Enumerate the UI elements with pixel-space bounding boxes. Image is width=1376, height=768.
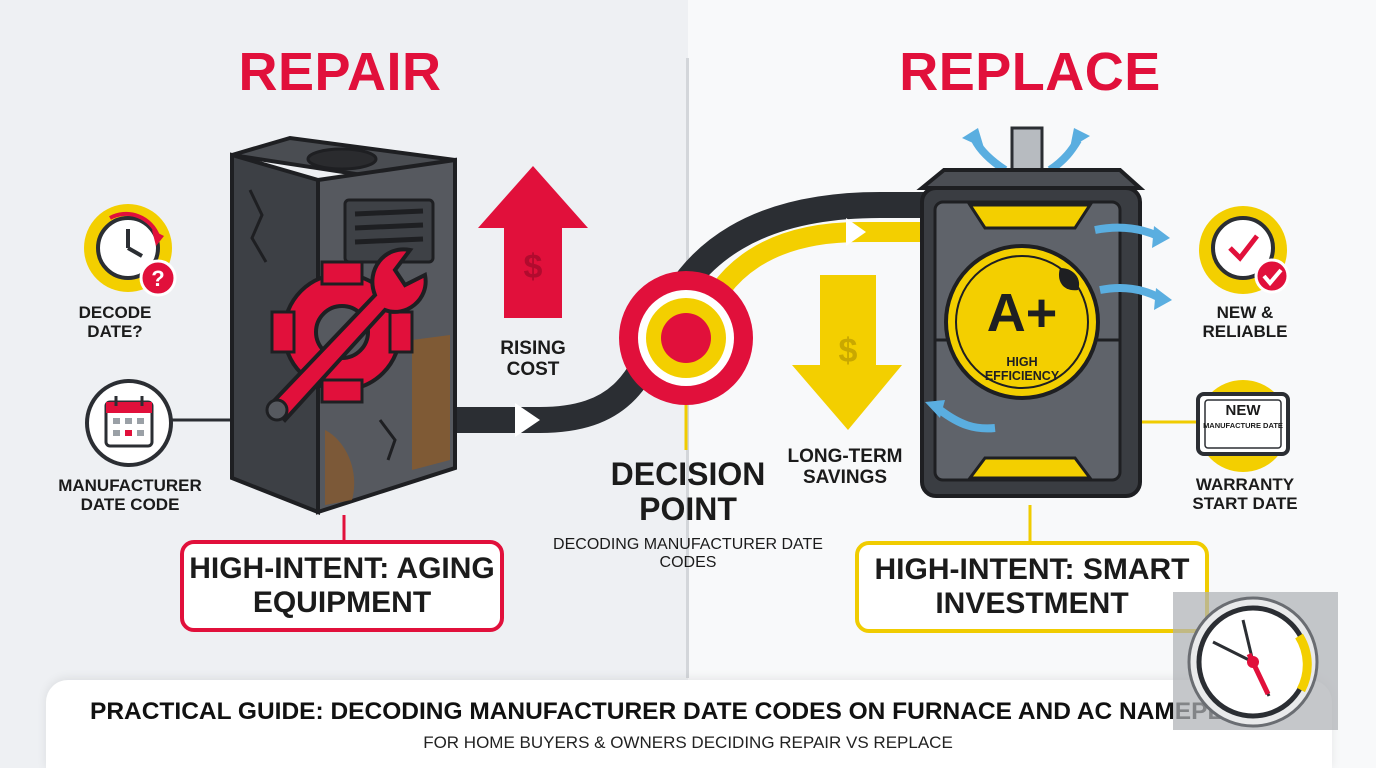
footer-panel [46, 680, 1332, 768]
long-term-savings-label: LONG-TERM SAVINGS [787, 446, 903, 489]
svg-text:$: $ [839, 332, 858, 370]
decision-subtitle: DECODING MANUFACTURER DATE CODES [553, 536, 823, 572]
repair-title: REPAIR [238, 42, 442, 102]
manufacturer-date-code-label: MANUFACTURER DATE CODE [58, 476, 202, 515]
replace-title: REPLACE [899, 42, 1161, 102]
aging-equipment-box: HIGH-INTENT: AGING EQUIPMENT [180, 540, 504, 632]
clock-check-icon [1199, 206, 1290, 294]
calendar-icon [85, 379, 173, 467]
clock-question-icon: ? [84, 204, 177, 297]
gauge-icon [1187, 596, 1319, 728]
nameplate-new-text: NEW [1225, 402, 1261, 419]
new-furnace-icon [916, 126, 1172, 498]
footer-subtitle: FOR HOME BUYERS & OWNERS DECIDING REPAIR… [423, 733, 953, 752]
smart-investment-box: HIGH-INTENT: SMART INVESTMENT [855, 541, 1209, 633]
decode-date-label: DECODE DATE? [78, 303, 152, 342]
warranty-start-date-label: WARRANTY START DATE [1192, 475, 1298, 514]
svg-text:$: $ [524, 248, 543, 286]
efficiency-badge-text: HIGH EFFICIENCY [984, 355, 1060, 384]
target-icon [619, 271, 753, 405]
svg-text:?: ? [151, 266, 164, 291]
footer-title: PRACTICAL GUIDE: DECODING MANUFACTURER D… [90, 698, 1286, 725]
dollar-down-arrow-icon: $ [792, 275, 902, 430]
rising-cost-label: RISING COST [500, 338, 566, 381]
nameplate-icon [1196, 380, 1290, 472]
efficiency-grade: A+ [986, 283, 1058, 343]
decision-point-title: DECISION POINT [610, 456, 766, 527]
new-reliable-label: NEW & RELIABLE [1202, 303, 1288, 342]
nameplate-date-text: MANUFACTURE DATE [1203, 421, 1283, 430]
dollar-up-arrow-icon: $ [478, 166, 588, 318]
old-furnace-icon [230, 135, 457, 515]
